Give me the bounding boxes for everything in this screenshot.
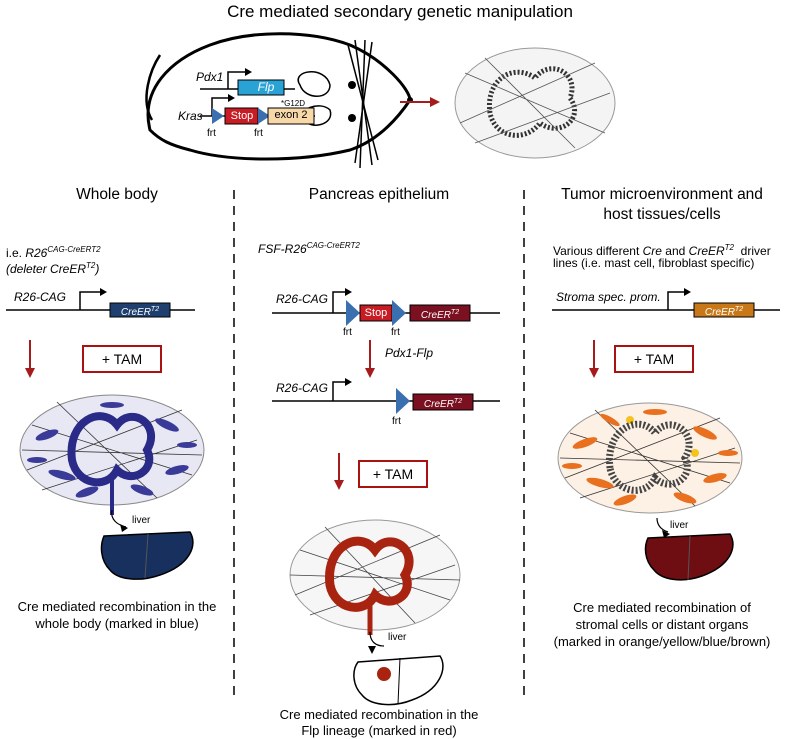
left-construct bbox=[6, 288, 195, 378]
right-desc-2: lines (i.e. mast cell, fibroblast specif… bbox=[553, 256, 755, 270]
tumor-left bbox=[19, 394, 205, 515]
right-promoter-label: Stroma spec. prom. bbox=[556, 290, 661, 304]
middle-construct-2 bbox=[272, 378, 500, 490]
middle-construct-1 bbox=[272, 288, 500, 378]
middle-frt-2: frt bbox=[391, 327, 400, 338]
middle-liver-label: liver bbox=[388, 632, 407, 643]
mouse-eye-2 bbox=[348, 114, 356, 122]
middle-stop-label: Stop bbox=[364, 307, 388, 319]
creer-box-left bbox=[109, 302, 171, 318]
flp-label: Flp bbox=[257, 80, 275, 94]
middle-creer-label-1: CreERT2 bbox=[420, 309, 460, 321]
exon-label: exon 2 bbox=[274, 109, 308, 121]
frt-triangle-2 bbox=[258, 108, 270, 124]
right-caption-3: (marked in orange/yellow/blue/brown) bbox=[553, 634, 771, 649]
whisker-2 bbox=[359, 39, 366, 169]
header-pancreas: Pancreas epithelium bbox=[308, 186, 450, 203]
frt-label-2: frt bbox=[254, 128, 263, 139]
middle-creer-label-2: CreERT2 bbox=[423, 398, 463, 410]
middle-allele: FSF-R26CAG-CreERT2 bbox=[258, 241, 360, 256]
right-liver-label: liver bbox=[670, 520, 689, 531]
creer-box-right bbox=[693, 302, 755, 318]
flp-step-label: Pdx1-Flp bbox=[385, 346, 434, 360]
middle-caption-1: Cre mediated recombination in the bbox=[279, 707, 479, 722]
pdx1-label: Pdx1 bbox=[196, 70, 224, 84]
mouse-illustration bbox=[145, 32, 413, 169]
middle-promoter-label: R26-CAG bbox=[276, 292, 329, 306]
tumor-right bbox=[557, 402, 743, 514]
tumor-top bbox=[454, 47, 616, 159]
stop-label: Stop bbox=[230, 110, 254, 122]
liver-middle bbox=[353, 655, 444, 706]
kras-label: Kras bbox=[178, 109, 203, 123]
left-desc-line1: i.e. R26CAG-CreERT2 bbox=[6, 245, 101, 260]
tumor-middle bbox=[289, 519, 461, 635]
left-tam-box: + TAM bbox=[82, 345, 162, 373]
exon-box bbox=[267, 107, 315, 125]
figure-title: Cre mediated secondary genetic manipulat… bbox=[227, 2, 573, 21]
header-tumor-1: Tumor microenvironment and bbox=[561, 186, 763, 203]
frt-label-1: frt bbox=[207, 128, 216, 139]
g12d-label: *G12D bbox=[281, 99, 306, 108]
header-whole-body: Whole body bbox=[76, 186, 158, 203]
mouse-ear-1 bbox=[297, 71, 331, 97]
middle-tam-box: + TAM bbox=[358, 460, 428, 488]
left-caption-2: whole body (marked in blue) bbox=[35, 616, 199, 631]
right-caption-1: Cre mediated recombination of bbox=[573, 600, 751, 615]
middle-frt-3: frt bbox=[392, 416, 401, 427]
mouse-eye-1 bbox=[348, 81, 356, 89]
right-construct bbox=[552, 288, 780, 378]
mouse-tail bbox=[145, 54, 162, 121]
right-caption-2: stromal cells or distant organs bbox=[575, 617, 749, 632]
left-liver-label: liver bbox=[132, 515, 151, 526]
mouse-body bbox=[146, 32, 412, 161]
whisker-4 bbox=[354, 41, 373, 164]
frt-triangle-1 bbox=[212, 108, 224, 124]
right-desc-1: Various different Cre and CreERT2 driver bbox=[553, 243, 771, 258]
left-caption-1: Cre mediated recombination in the bbox=[17, 599, 217, 614]
left-creer-label: CreERT2 bbox=[120, 306, 160, 318]
liver-left bbox=[100, 531, 194, 580]
right-creer-label: CreERT2 bbox=[704, 306, 744, 318]
middle-caption-2: Flp lineage (marked in red) bbox=[301, 723, 457, 738]
header-tumor-2: host tissues/cells bbox=[603, 206, 721, 223]
middle-promoter2-label: R26-CAG bbox=[276, 381, 329, 395]
flp-box bbox=[237, 79, 285, 96]
left-desc-line2: (deleter CreERT2) bbox=[6, 261, 100, 276]
middle-frt-1: frt bbox=[343, 327, 352, 338]
left-promoter-label: R26-CAG bbox=[14, 290, 67, 304]
right-tam-box: + TAM bbox=[614, 345, 694, 373]
